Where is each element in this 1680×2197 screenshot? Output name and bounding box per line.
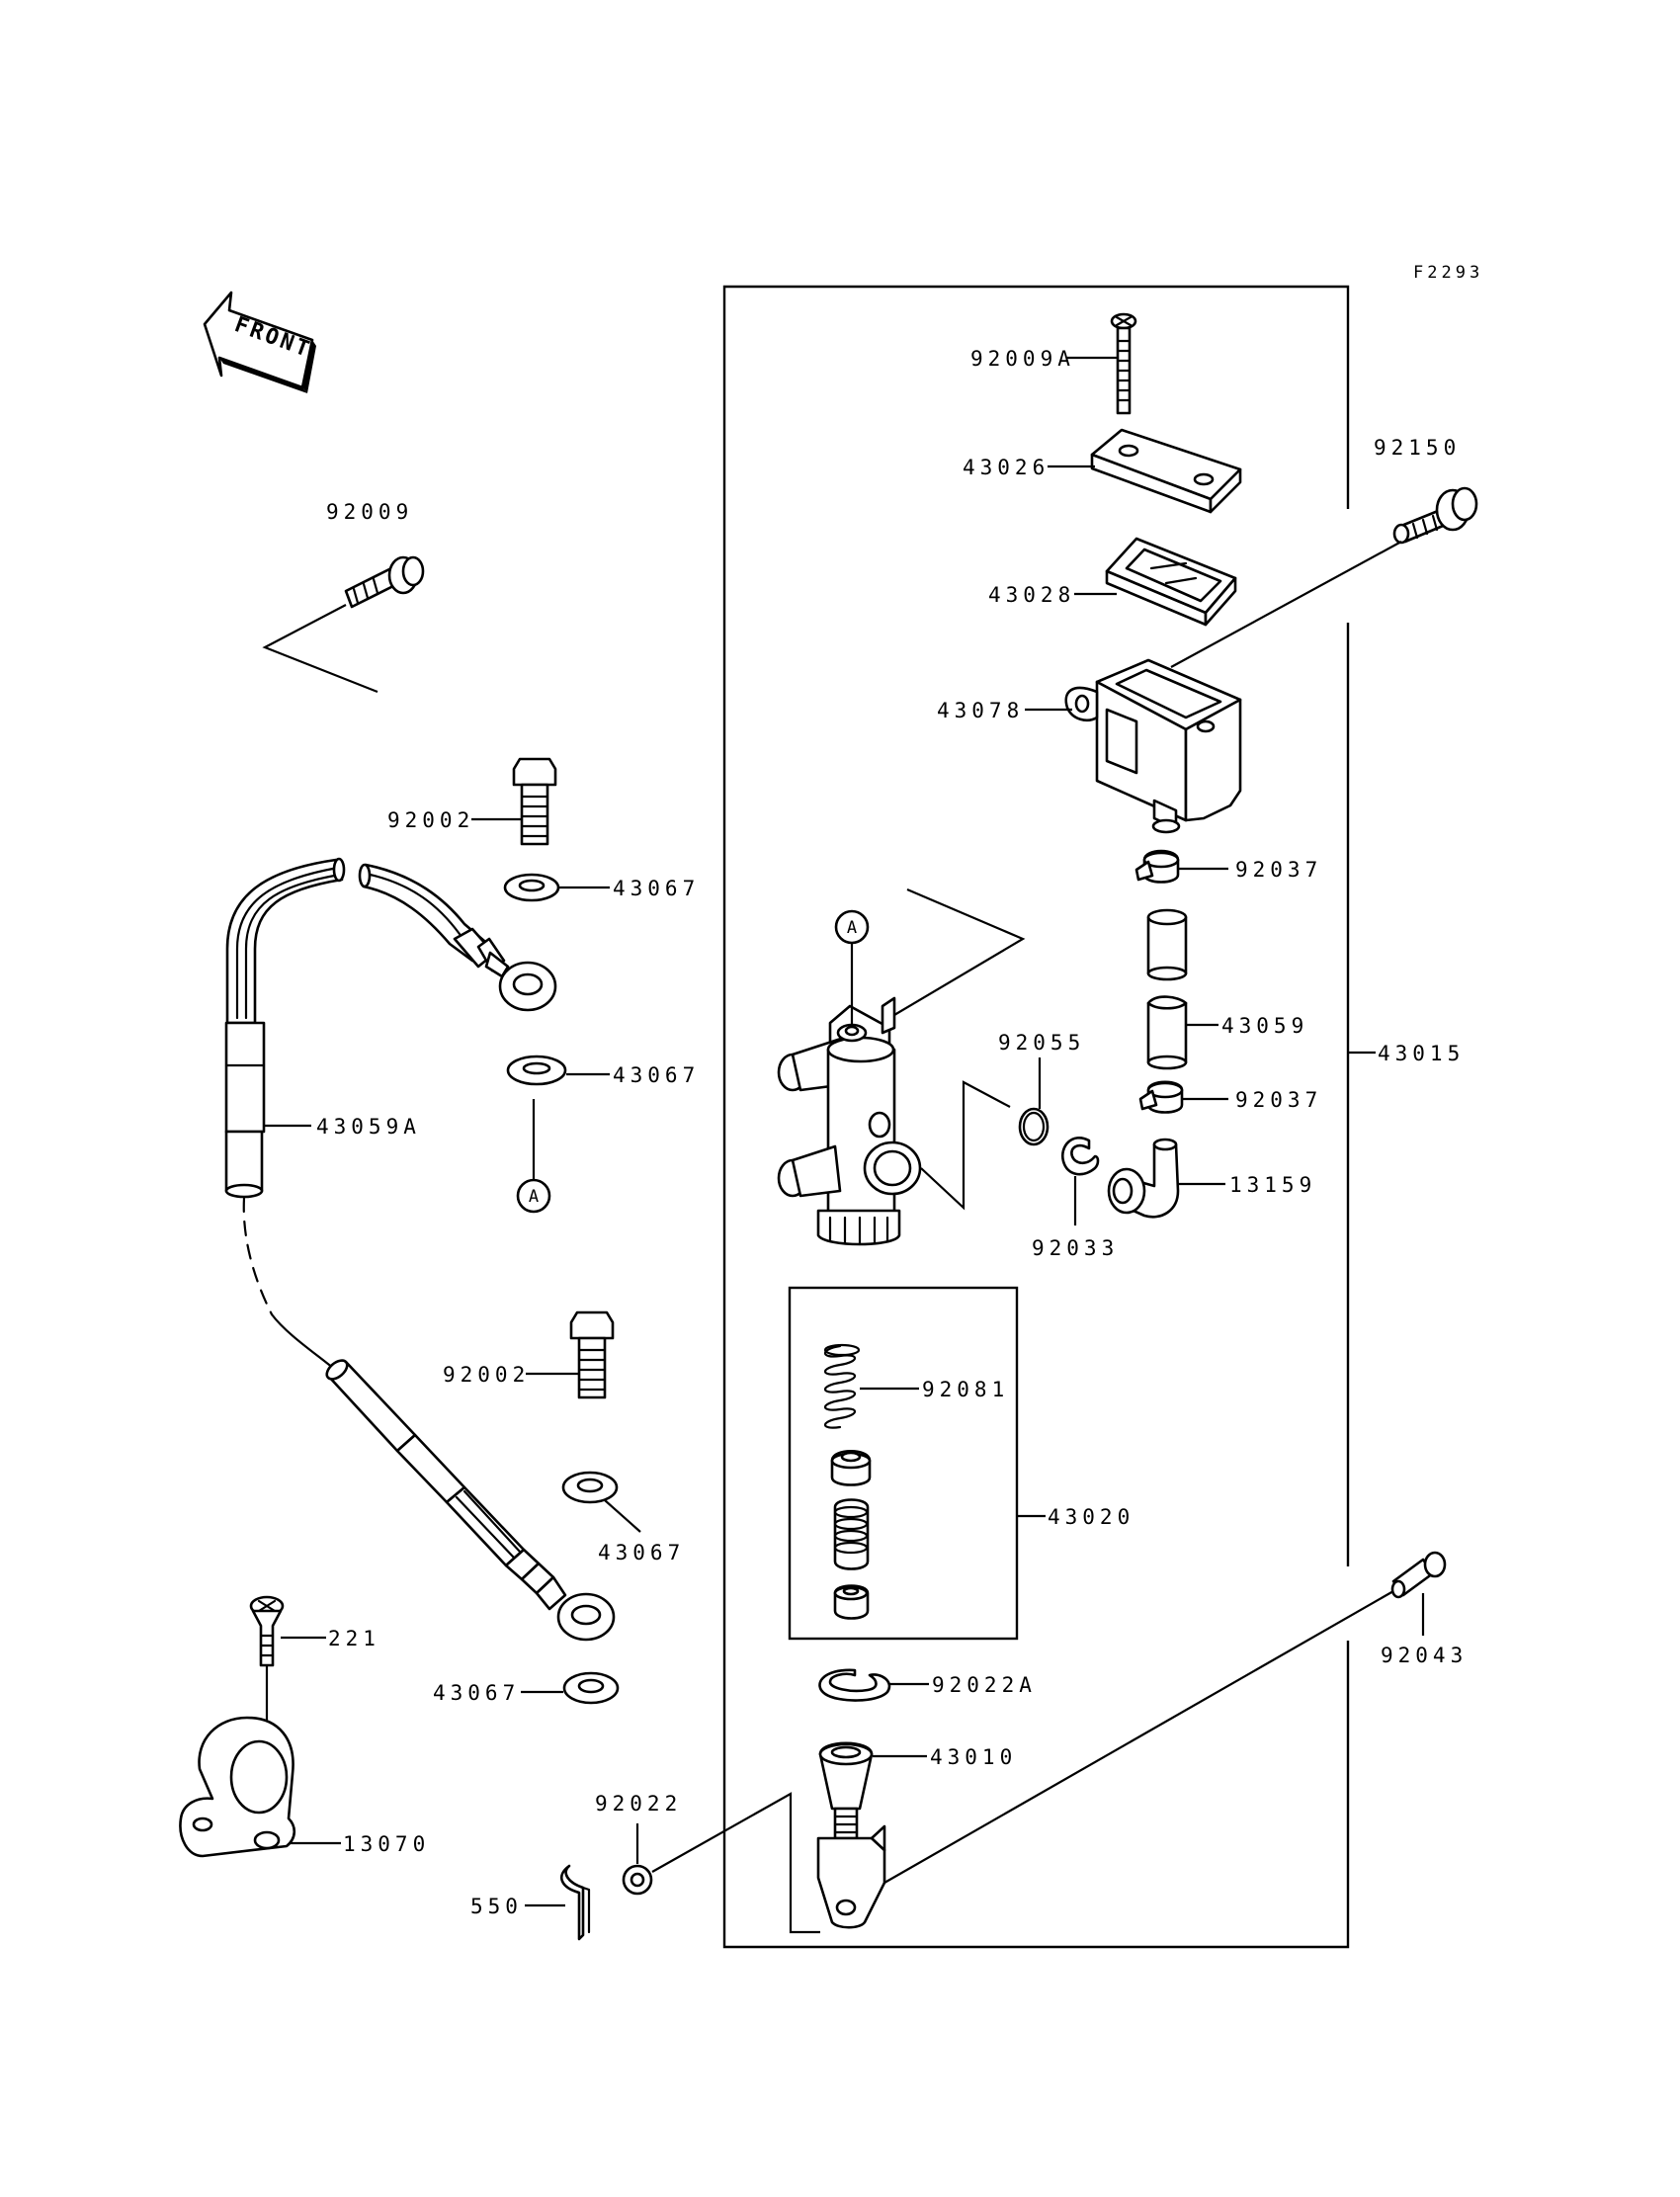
label-92022A: 92022A <box>932 1673 1037 1697</box>
bracket-13070 <box>179 1716 341 1858</box>
label-43067-b: 43067 <box>613 1063 700 1087</box>
label-92009: 92009 <box>326 500 413 524</box>
master-cylinder-body <box>777 887 1026 1246</box>
front-arrow: FRONT <box>203 291 316 393</box>
label-221: 221 <box>328 1627 380 1650</box>
hose-43059 <box>1146 908 1218 1070</box>
clamp-92037-bottom <box>1138 1080 1228 1114</box>
subassembly-frame-43020 <box>788 1286 1019 1641</box>
circlip-92033 <box>1060 1137 1100 1225</box>
label-43067-d: 43067 <box>433 1681 520 1705</box>
washer-43067-a <box>503 873 610 902</box>
bolt-92009 <box>262 555 425 694</box>
ref-mark-a-lower: A <box>529 1187 539 1207</box>
label-92055: 92055 <box>998 1031 1085 1055</box>
ref-mark-a-upper <box>834 909 870 945</box>
piston-parts <box>830 1449 1046 1620</box>
label-92037-top: 92037 <box>1235 858 1322 882</box>
label-43026: 43026 <box>963 456 1050 479</box>
screw-92009A <box>1067 312 1137 415</box>
washer-43067-c <box>561 1471 641 1533</box>
label-43059: 43059 <box>1221 1014 1308 1038</box>
label-43020: 43020 <box>1048 1505 1134 1529</box>
assembly-frame-43015 <box>722 285 1350 1949</box>
label-92022: 92022 <box>595 1792 682 1816</box>
o-ring-92055 <box>1018 1057 1050 1146</box>
brake-hose-43059A <box>224 857 557 1199</box>
reservoir-cap-43026 <box>1048 428 1242 514</box>
label-92150: 92150 <box>1374 436 1461 460</box>
label-43078: 43078 <box>937 699 1024 722</box>
label-43067-c: 43067 <box>598 1541 685 1564</box>
label-92037-bottom: 92037 <box>1235 1088 1322 1112</box>
label-92009A: 92009A <box>970 347 1075 371</box>
brake-hose-43059A-lower <box>325 1359 616 1642</box>
circlip-92022A <box>818 1668 929 1702</box>
label-13070: 13070 <box>343 1832 430 1856</box>
label-92002-top: 92002 <box>387 808 474 832</box>
label-43028: 43028 <box>988 583 1075 607</box>
bolt-92150 <box>1170 486 1478 668</box>
ref-mark-a-upper-label: A <box>847 918 857 938</box>
label-92081: 92081 <box>922 1378 1009 1401</box>
clamp-92037-top <box>1134 849 1228 884</box>
label-13159: 13159 <box>1229 1173 1316 1197</box>
label-550: 550 <box>470 1895 523 1918</box>
diaphragm-43028 <box>1074 537 1237 627</box>
label-92043: 92043 <box>1381 1644 1468 1667</box>
washer-43067-d <box>521 1671 620 1705</box>
cotter-pin-550 <box>525 1864 591 1941</box>
label-92002-bottom: 92002 <box>443 1363 530 1387</box>
label-43067-a: 43067 <box>613 877 700 900</box>
washer-43067-b: A <box>506 1055 610 1214</box>
figure-code: F2293 <box>1413 263 1483 283</box>
pin-92043 <box>883 1551 1447 1884</box>
spring-92081 <box>823 1343 919 1429</box>
washer-92022 <box>622 1792 820 1934</box>
label-43010: 43010 <box>930 1745 1017 1769</box>
elbow-fitting-13159 <box>1107 1138 1225 1219</box>
label-43059A: 43059A <box>316 1115 421 1139</box>
label-92033: 92033 <box>1032 1236 1119 1260</box>
push-rod-43010 <box>816 1741 927 1929</box>
banjo-bolt-92002-bottom <box>526 1310 615 1399</box>
reservoir-43078 <box>1025 658 1242 834</box>
banjo-bolt-92002-top <box>471 757 557 846</box>
label-43015: 43015 <box>1378 1042 1465 1065</box>
